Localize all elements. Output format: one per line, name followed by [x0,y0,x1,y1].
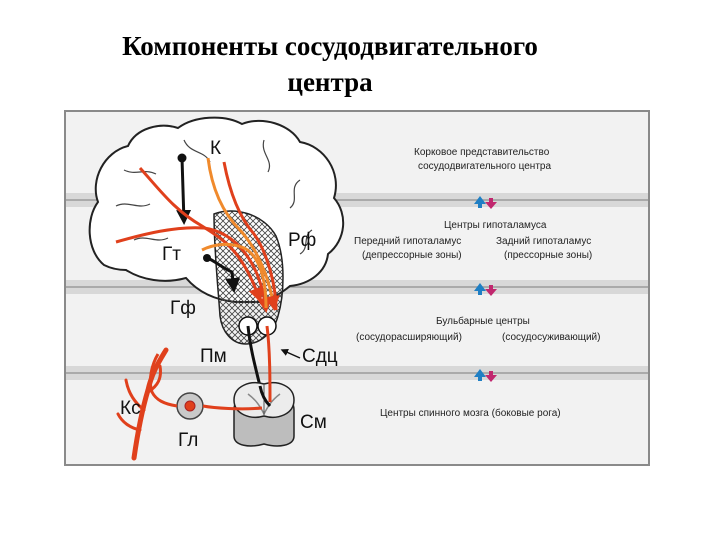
label-sm: См [300,412,327,433]
blood-vessel-icon [116,347,169,461]
panel-hypothalamus-right-2: (прессорные зоны) [504,250,592,261]
red-pathway-to-ganglion [202,404,263,411]
label-k: К [210,138,221,159]
panel-spinal: Центры спинного мозга (боковые рога) [380,407,561,419]
panel-bulbar-title: Бульбарные центры [436,315,530,327]
up-arrow-icon [474,369,486,381]
panel-bulbar: Бульбарные центры (сосудорасширяющий) (с… [356,315,600,343]
brain-gyri [115,139,313,255]
title-line-1: Компоненты сосудодвигательного [122,31,538,61]
pointer-sdc [280,349,301,359]
panel-hypothalamus-title: Центры гипоталамуса [444,220,547,231]
level-arrows [474,196,497,382]
panel-bulbar-left: (сосудорасширяющий) [356,332,462,343]
black-pathway-descending [176,157,192,225]
up-arrow-icon [474,283,486,295]
panel-hypothalamus-right-1: Задний гипоталамус [496,236,591,247]
panel-hypothalamus-left-1: Передний гипоталамус [354,236,461,247]
panel-hypothalamus: Центры гипоталамуса Передний гипоталамус… [354,220,592,261]
down-arrow-icon [485,371,497,382]
black-pathway-spinal [258,385,272,408]
panel-hypothalamus-left-2: (депрессорные зоны) [362,250,462,261]
ganglion-icon [176,392,204,420]
panel-cortex: Корковое представительство сосудодвигате… [414,147,551,172]
label-pm: Пм [200,346,227,367]
label-ks: Кс [120,398,141,419]
label-rf: Рф [288,230,316,251]
panel-spinal-text: Центры спинного мозга (боковые рога) [380,407,561,419]
down-arrow-icon [485,285,497,296]
slide-title: Компоненты сосудодвигательного центра [60,28,600,100]
black-pathway-medulla [246,325,262,387]
spinal-cord-section-icon [233,382,295,447]
cortical-pathways [115,157,280,313]
red-pathway-spinal [265,325,272,403]
vasomotor-center-diagram: К Гт Рф Гф Пм Сдц Кс См Гл Корковое пред… [64,110,650,466]
label-sdc: Сдц [302,346,338,367]
panel-cortex-line2: сосудодвигательного центра [418,161,551,172]
up-arrow-icon [474,196,486,208]
label-gl: Гл [178,430,198,451]
down-arrow-icon [485,198,497,209]
red-pathway-to-vessel [148,353,178,408]
panel-bulbar-right: (сосудосуживающий) [502,332,600,343]
label-gf: Гф [170,298,196,319]
panel-cortex-line1: Корковое представительство [414,147,550,158]
black-pathway-hypothalamus [206,256,241,293]
label-gt: Гт [162,244,181,265]
title-line-2: центра [287,67,373,97]
